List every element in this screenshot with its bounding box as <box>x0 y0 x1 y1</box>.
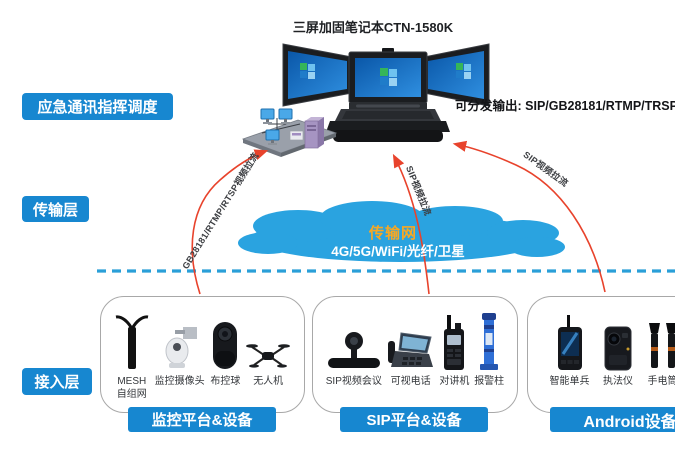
device-mesh: MESH 自组网 <box>115 309 149 401</box>
drone-icon <box>246 309 291 371</box>
cloud-title: 传输网 <box>368 225 417 242</box>
laptop-title: 三屏加固笔记本CTN-1580K <box>292 20 454 35</box>
triple-screen-laptop-image <box>282 43 490 142</box>
group-label-android: Android设备 <box>550 407 675 432</box>
device-label: 手电筒 <box>647 376 675 387</box>
command-center-icon <box>241 108 338 157</box>
group-box-sip: SIP视频会议 可视电话 <box>312 296 518 413</box>
device-label: 监控摄像头 <box>154 376 205 387</box>
flow-arrow-gb28181 <box>191 149 269 295</box>
group-label-sip: SIP平台&设备 <box>340 407 488 432</box>
layer-label-transport: 传输层 <box>22 196 89 222</box>
device-drone: 无人机 <box>246 309 291 389</box>
transport-cloud-shape <box>238 201 565 262</box>
device-video-phone: 可视电话 <box>387 309 435 389</box>
body-camera-icon <box>603 309 633 371</box>
mesh-antenna-icon <box>115 309 149 371</box>
device-label: 对讲机 <box>439 376 470 387</box>
walkie-talkie-icon <box>441 309 467 371</box>
device-video-conference: SIP视频会议 <box>326 309 382 389</box>
device-flashlight: 手电筒 <box>647 309 675 389</box>
device-ptz-camera: 监控摄像头 <box>155 309 205 389</box>
device-label: 无人机 <box>253 376 284 387</box>
device-alarm-post: 报警柱 <box>474 309 504 389</box>
layer-label-access: 接入层 <box>22 368 92 395</box>
device-label: 布控球 <box>210 376 241 387</box>
device-label: 报警柱 <box>474 376 505 387</box>
group-box-android: 智能单兵 执法仪 <box>527 296 675 413</box>
soldier-terminal-icon <box>555 309 585 371</box>
device-label: 可视电话 <box>390 376 431 387</box>
flashlight-icon <box>647 309 675 371</box>
device-soldier-terminal: 智能单兵 <box>550 309 590 389</box>
device-label: 执法仪 <box>603 376 633 387</box>
group-box-monitoring: MESH 自组网 监控摄像头 <box>100 296 305 413</box>
patrol-ball-camera-icon <box>210 309 240 371</box>
alarm-post-icon <box>479 309 499 371</box>
ptz-camera-icon <box>161 309 199 371</box>
device-body-camera: 执法仪 <box>603 309 633 389</box>
video-phone-icon <box>387 309 435 371</box>
device-label: 智能单兵 <box>549 376 590 387</box>
cloud-subtitle: 4G/5G/WiFi/光纤/卫星 <box>331 244 465 259</box>
layer-label-dispatch: 应急通讯指挥调度 <box>22 93 173 120</box>
device-label: SIP视频会议 <box>325 376 382 387</box>
group-label-monitoring: 监控平台&设备 <box>128 407 276 432</box>
video-conference-icon <box>327 309 381 371</box>
flow-arrow-sip-2 <box>452 140 606 293</box>
device-patrol-ball: 布控球 <box>210 309 240 389</box>
flow-arrow-sip-1 <box>392 153 430 295</box>
device-label: MESH 自组网 <box>116 376 147 400</box>
output-formats-text: 可分发输出: SIP/GB28181/RTMP/TRSP/W <box>455 99 675 113</box>
device-walkie-talkie: 对讲机 <box>439 309 469 389</box>
